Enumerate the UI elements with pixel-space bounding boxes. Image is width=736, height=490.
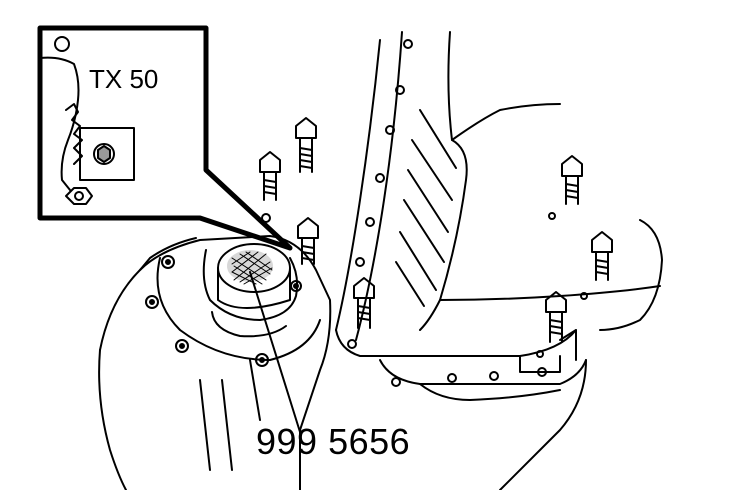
bolt: [548, 155, 583, 220]
tool-number-label: 999 5656: [256, 421, 411, 462]
detail-inset: [37, 25, 293, 251]
transmission-housing: [98, 235, 332, 490]
bolt: [259, 151, 281, 223]
bolt: [580, 231, 613, 300]
bolt: [353, 277, 375, 329]
callout-leader-line: [249, 271, 301, 433]
bolt: [536, 291, 567, 358]
detail-inset-label: TX 50: [89, 64, 159, 94]
bolt: [297, 217, 319, 265]
bolt: [295, 117, 317, 173]
